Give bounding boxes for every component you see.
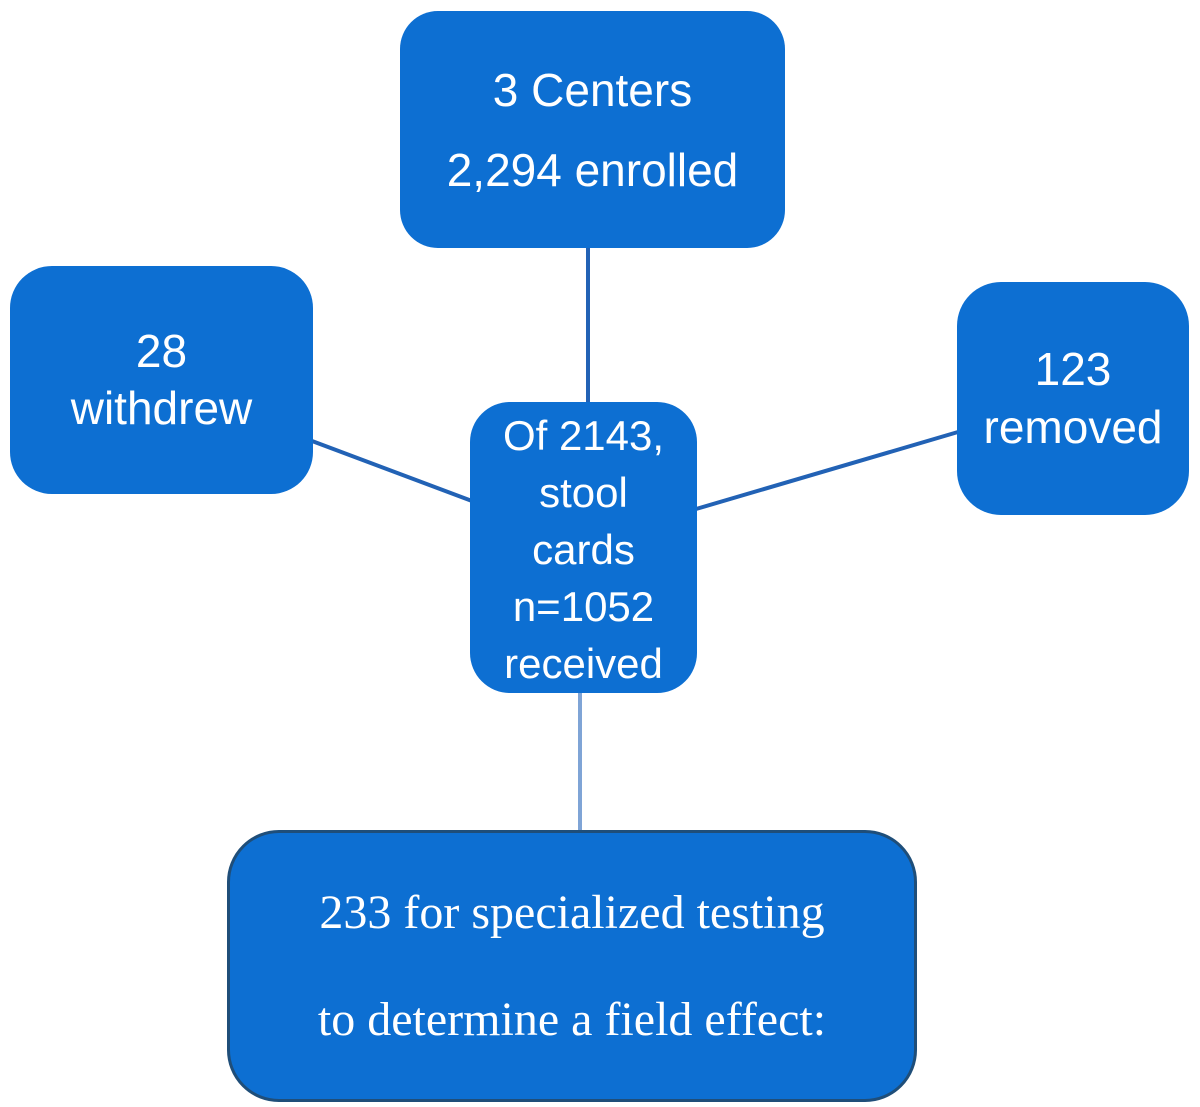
box-stool-cards-line-2: stool [539, 469, 628, 516]
box-stool-cards-line-1: Of 2143, [502, 412, 665, 459]
box-specialized-testing-line-2: to determine a field effect: [317, 993, 827, 1046]
box-enrolled: 3 Centers 2,294 enrolled [400, 11, 785, 248]
box-specialized-testing: 233 for specialized testing to determine… [227, 830, 917, 1102]
box-withdrew: 28 withdrew [10, 266, 313, 494]
box-withdrew-line-2: withdrew [70, 382, 253, 434]
box-stool-cards-line-5: received [504, 640, 663, 687]
box-specialized-testing-line-1: 233 for specialized testing [319, 886, 825, 939]
box-removed-line-1: 123 [1034, 343, 1112, 396]
box-stool-cards-line-3: cards [532, 526, 635, 573]
connector-center-to-right [694, 430, 960, 511]
box-stool-cards-line-4: n=1052 [512, 583, 655, 630]
box-enrolled-line-1: 3 Centers [492, 63, 693, 116]
box-enrolled-line-2: 2,294 enrolled [446, 143, 739, 196]
box-removed-line-2: removed [983, 400, 1163, 453]
box-withdrew-line-1: 28 [135, 324, 188, 377]
box-stool-cards: Of 2143, stool cards n=1052 received [470, 402, 697, 693]
box-removed: 123 removed [957, 282, 1189, 515]
connector-left-to-center [310, 439, 474, 503]
